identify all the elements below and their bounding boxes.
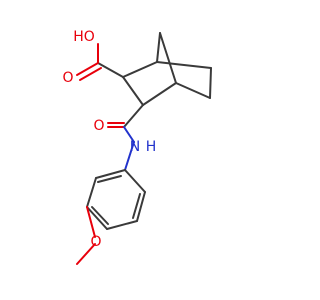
aryl-bond-4 — [106, 220, 138, 230]
ether-oxygen-label: O — [90, 234, 101, 250]
norbornane-ring — [122, 32, 212, 106]
bond-n-to-aryl — [124, 141, 135, 171]
bond-acid-carbon-to-ring — [97, 62, 124, 78]
bond-ether-oxygen-to-methyl — [76, 243, 96, 265]
hydroxyl-label: HO — [73, 29, 95, 45]
aryl-bond-1 — [95, 169, 126, 179]
bond-acid-c-double-o-2 — [79, 67, 102, 81]
ring-bond-c3-c2 — [122, 76, 144, 106]
amide-group: O N H — [93, 104, 157, 171]
ring-bond-c6-c5 — [209, 67, 212, 99]
aryl-bond-3 — [86, 206, 108, 230]
amide-carbonyl-oxygen-label: O — [93, 118, 104, 134]
ring-bond-c2-c1 — [122, 61, 158, 78]
aryl-bond-3-inner — [91, 206, 109, 225]
ring-bond-c5-c4 — [175, 82, 211, 99]
aryl-bond-6 — [124, 169, 146, 193]
aryl-bond-5 — [136, 191, 146, 222]
methoxy-group: O — [76, 206, 102, 265]
aryl-bond-2 — [86, 177, 97, 208]
aryl-bond-5-inner — [132, 193, 141, 219]
bond-acid-c-double-o-1 — [76, 62, 99, 76]
acid-carbonyl-oxygen-label: O — [62, 70, 73, 86]
carboxylic-acid-group: HO O — [62, 29, 124, 86]
ring-bond-c1-c7 — [156, 32, 161, 63]
ring-bond-c1-c6 — [156, 61, 212, 69]
ring-bond-c4-c3 — [142, 82, 177, 106]
ring-bond-c7-c4 — [159, 32, 177, 84]
bond-amide-c-n — [123, 126, 135, 143]
amide-hydrogen-label: H — [146, 139, 157, 155]
molecule-structure: HO O O N H O — [62, 29, 212, 265]
amide-nitrogen-label: N — [130, 139, 140, 155]
aryl-bond-1-inner — [97, 175, 122, 183]
methoxyphenyl-ring — [86, 169, 146, 230]
bond-ring-to-amide-carbon — [123, 104, 144, 128]
bond-aryl-to-ether-oxygen — [86, 206, 96, 238]
